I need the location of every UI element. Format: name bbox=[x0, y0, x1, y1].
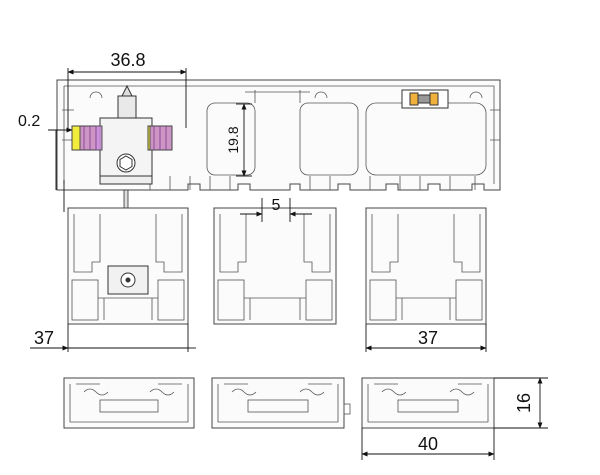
dimension-height: 19.8 bbox=[225, 103, 252, 177]
dimension-label-top-width: 36.8 bbox=[110, 50, 145, 70]
insert-icon bbox=[71, 125, 103, 151]
insert-icon bbox=[401, 89, 449, 109]
dimension-left-width: 37 bbox=[30, 324, 196, 352]
bottom-rail-left bbox=[63, 377, 195, 429]
dimension-label-bottom-height: 16 bbox=[514, 393, 534, 413]
dimension-label-bottom-width: 40 bbox=[418, 434, 438, 454]
dimension-label-gap: 0.2 bbox=[18, 113, 40, 130]
dimension-label-spacing: 5 bbox=[272, 197, 281, 214]
dimension-label-right-width: 37 bbox=[418, 328, 438, 348]
dimension-spacing: 5 bbox=[240, 197, 312, 222]
dimension-label-height: 19.8 bbox=[225, 126, 241, 153]
dimension-bottom-height: 16 bbox=[494, 377, 548, 429]
roller-carriage-icon bbox=[71, 84, 173, 271]
hex-bolt-icon bbox=[116, 153, 136, 173]
dimension-top-width: 36.8 bbox=[67, 50, 187, 128]
sash-profile-right bbox=[365, 207, 487, 325]
dimension-right-width: 37 bbox=[365, 324, 487, 352]
dimension-bottom-width: 40 bbox=[361, 428, 495, 460]
sash-profile-left bbox=[67, 207, 189, 325]
insert-icon bbox=[147, 125, 173, 151]
sash-profile-middle bbox=[213, 207, 337, 325]
dimension-gap: 0.2 bbox=[18, 113, 73, 212]
bottom-rail-middle bbox=[211, 377, 351, 429]
dimension-label-left-width: 37 bbox=[34, 328, 54, 348]
bottom-rail-right bbox=[361, 377, 495, 429]
